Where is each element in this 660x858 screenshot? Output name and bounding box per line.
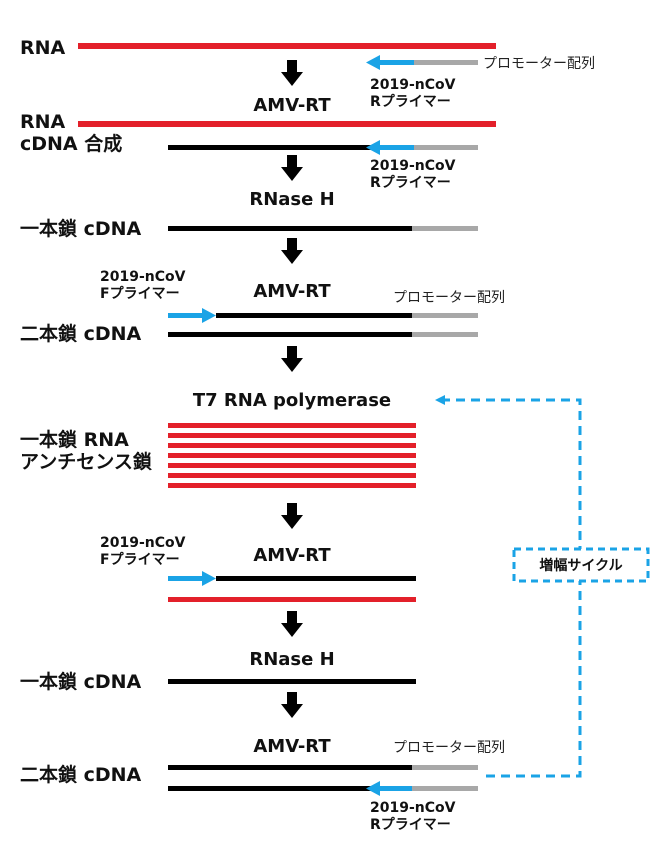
label-ds-cdna-2: 二本鎖 cDNA — [20, 763, 142, 786]
label-ds-cdna-1: 二本鎖 cDNA — [20, 322, 142, 345]
r-primer-label-3a: 2019-nCoV — [370, 800, 456, 816]
flow-arrow-icon — [281, 238, 303, 264]
strand-cdna-3 — [168, 226, 414, 231]
r-primer-label-1b: Rプライマー — [370, 94, 451, 110]
promoter-segment-8-bottom — [412, 786, 478, 791]
flow-arrow-icon — [281, 503, 303, 529]
promoter-segment-4-bottom — [412, 332, 478, 337]
strand-cdna-6 — [216, 576, 416, 581]
strand-cdna-4-top — [216, 313, 414, 318]
amplification-cycle-loop — [435, 395, 582, 778]
cycle-label: 増幅サイクル — [539, 557, 622, 574]
promoter-segment-4-top — [412, 313, 478, 318]
r-primer-label-2b: Rプライマー — [370, 175, 451, 191]
r-primer-label-3b: Rプライマー — [370, 817, 451, 833]
f-primer-label-2b: Fプライマー — [100, 552, 180, 568]
strand-cdna-8-bottom — [168, 786, 382, 791]
flow-arrow-icon — [281, 155, 303, 181]
enzyme-label-t7: T7 RNA polymerase — [193, 390, 391, 411]
flow-arrow-icon — [281, 60, 303, 86]
label-cdna-synthesis: cDNA 合成 — [20, 132, 122, 155]
strand-rna-6 — [168, 597, 416, 602]
label-rna-1: RNA — [20, 37, 66, 59]
label-rna-2: RNA — [20, 111, 66, 133]
label-antisense: アンチセンス鎖 — [20, 450, 153, 473]
enzyme-label-amv-rt-4: AMV-RT — [253, 736, 331, 757]
strand-cdna-8-top — [168, 765, 414, 770]
rna-strands-stack — [168, 423, 416, 488]
cycle-label-box — [512, 547, 650, 583]
enzyme-label-amv-rt-1: AMV-RT — [253, 95, 331, 116]
enzyme-label-rnase-h-2: RNase H — [249, 649, 334, 670]
label-ss-rna: 一本鎖 RNA — [20, 428, 129, 451]
promoter-segment-2 — [412, 145, 478, 150]
strand-rna-2 — [78, 121, 496, 127]
enzyme-label-rnase-h-1: RNase H — [249, 189, 334, 210]
promoter-label-2: プロモーター配列 — [393, 290, 505, 306]
f-primer-label-1b: Fプライマー — [100, 286, 180, 302]
flow-arrow-icon — [281, 692, 303, 718]
f-primer-arrow-1 — [168, 308, 216, 323]
promoter-label-3: プロモーター配列 — [393, 740, 505, 756]
promoter-segment-3 — [412, 226, 478, 231]
promoter-segment-1 — [412, 60, 478, 65]
r-primer-arrow-3 — [366, 781, 414, 796]
strand-rna-1 — [78, 43, 496, 49]
r-primer-arrow-1 — [366, 55, 414, 70]
flow-arrow-icon — [281, 346, 303, 372]
promoter-label-1: プロモーター配列 — [483, 56, 595, 72]
f-primer-label-1a: 2019-nCoV — [100, 269, 186, 285]
enzyme-label-amv-rt-2: AMV-RT — [253, 281, 331, 302]
label-ss-cdna-2: 一本鎖 cDNA — [20, 670, 142, 693]
r-primer-label-1a: 2019-nCoV — [370, 77, 456, 93]
strand-cdna-4-bottom — [168, 332, 414, 337]
strand-cdna-2 — [168, 145, 382, 150]
label-ss-cdna-1: 一本鎖 cDNA — [20, 217, 142, 240]
strand-cdna-7 — [168, 679, 416, 684]
r-primer-arrow-2 — [366, 140, 414, 155]
f-primer-arrow-2 — [168, 571, 216, 586]
r-primer-label-2a: 2019-nCoV — [370, 158, 456, 174]
enzyme-label-amv-rt-3: AMV-RT — [253, 545, 331, 566]
f-primer-label-2a: 2019-nCoV — [100, 535, 186, 551]
flow-arrow-icon — [281, 611, 303, 637]
promoter-segment-8 — [412, 765, 478, 770]
